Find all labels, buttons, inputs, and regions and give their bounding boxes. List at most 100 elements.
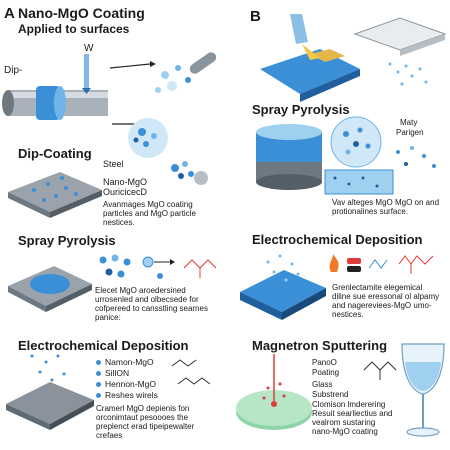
panel-a-letter: A: [4, 5, 15, 22]
particle: [60, 176, 64, 180]
electro-left-desc-3: preplenct erad tipeipewalter: [96, 422, 195, 431]
bullet-item-4: Reshes wirels: [96, 390, 158, 401]
bullet-dot: [96, 371, 101, 377]
dip-coating-heading: Dip-Coating: [18, 146, 92, 161]
droplet: [424, 80, 428, 84]
flame-icon: [329, 254, 339, 272]
nozzle-tip: [82, 88, 91, 94]
slab-left: [6, 404, 50, 430]
molecule-bonds: [368, 259, 388, 269]
particle: [54, 194, 58, 198]
panel-a-title: Nano-MgO Coating: [18, 5, 145, 21]
coating-band: [36, 86, 60, 120]
magnetron-line-2: Poating: [312, 368, 340, 377]
droplet: [410, 74, 414, 78]
ion: [296, 272, 300, 276]
spray-apparatus: [260, 14, 447, 102]
magnetron-line-7: vealrom sustaring: [312, 418, 376, 427]
cylinder-bottom: [256, 174, 322, 190]
ion: [44, 360, 48, 364]
spray-right-desc-2: protionalines surface.: [332, 207, 409, 216]
maty-label: Maty: [400, 118, 418, 127]
particle-cluster: [171, 161, 208, 185]
droplet: [396, 70, 400, 74]
w-label: W: [84, 43, 94, 54]
molecule-bonds: [171, 359, 197, 367]
bullet-text: Hennon-MgO: [105, 379, 157, 389]
magnetron-heading: Magnetron Sputtering: [252, 338, 388, 353]
pipe-end: [2, 90, 14, 116]
particle: [64, 186, 68, 190]
gold-layer: [310, 49, 345, 62]
particle: [410, 146, 414, 150]
flow-diagram: [142, 256, 175, 279]
steel-label: Steel: [103, 159, 124, 169]
particle: [404, 162, 408, 166]
particle: [422, 154, 426, 158]
molecule-red: [183, 259, 217, 278]
bullet-item-1: Namon-MgO: [96, 357, 154, 368]
reaction-icons: [329, 254, 434, 274]
green-substrate-top: [236, 390, 312, 426]
plate-top: [240, 270, 326, 312]
layer-rect: [324, 169, 394, 195]
electro-left-desc-4: crefaes: [96, 431, 123, 440]
dip-label: Dip-: [4, 65, 23, 76]
spray-left-desc-3: cofpereed to cansstling searnes: [95, 304, 208, 313]
capsule-icon: [347, 258, 361, 264]
ion: [38, 370, 42, 374]
magnetron-line-3: Glass: [312, 380, 333, 389]
ion: [278, 254, 282, 258]
droplet: [404, 64, 408, 68]
bullet-item-3: Hennon-MgO: [96, 379, 156, 390]
particle: [155, 87, 161, 93]
panel-b-letter: B: [250, 8, 261, 25]
dip-desc-3: nestices.: [103, 218, 135, 227]
bullet-text: Namon-MgO: [105, 357, 154, 367]
particle-group: [99, 254, 131, 278]
slab-left: [8, 286, 46, 312]
ion: [272, 270, 276, 274]
magnetron-line-5: Clomison lmderering: [312, 400, 386, 409]
nano-mgo-label: Nano-MgO: [103, 177, 148, 187]
electro-left-desc-1: Cramerl MgO depienis fon: [96, 404, 190, 413]
ion: [30, 354, 34, 358]
particle: [123, 258, 131, 266]
droplet: [400, 82, 404, 86]
particle: [182, 161, 188, 167]
bullet-dot: [96, 360, 101, 366]
bullet-dot: [96, 382, 101, 388]
sputtering-target: [236, 354, 312, 430]
dip-desc-1: Avanmages MgO coating: [103, 200, 193, 209]
spray-right-desc-1: Vav alteges MgO MgO on and: [332, 198, 440, 207]
slab-top: [8, 172, 102, 212]
particle: [42, 198, 46, 202]
slab-left: [8, 192, 50, 218]
electro-right-desc-1: Grenlectamite elegemical: [332, 283, 423, 292]
capsule-icon-dark: [347, 266, 361, 272]
electro-right-desc-2: diline sue eressonal ol alpamy: [332, 292, 440, 301]
particle: [278, 382, 282, 386]
electro-left-desc-2: orconimtaut pesoooes the: [96, 413, 189, 422]
glass-liquid: [405, 362, 441, 391]
ion: [62, 372, 66, 376]
arrow-head: [170, 259, 175, 265]
sphere: [142, 256, 154, 268]
spray-slab: [8, 266, 92, 312]
grey-particle: [194, 171, 208, 185]
blue-coating-blob: [30, 274, 70, 294]
spray-nozzle: [84, 54, 89, 90]
particle: [105, 268, 113, 276]
small-tube: [189, 52, 217, 74]
particle: [157, 273, 163, 279]
particle: [357, 127, 363, 133]
particle: [347, 182, 351, 186]
particle: [333, 176, 337, 180]
particle: [185, 77, 191, 83]
slab-right: [50, 400, 94, 430]
particle: [161, 71, 169, 79]
particle: [262, 396, 266, 400]
particle: [111, 254, 119, 262]
particle: [138, 128, 146, 136]
impact-point: [271, 401, 277, 407]
